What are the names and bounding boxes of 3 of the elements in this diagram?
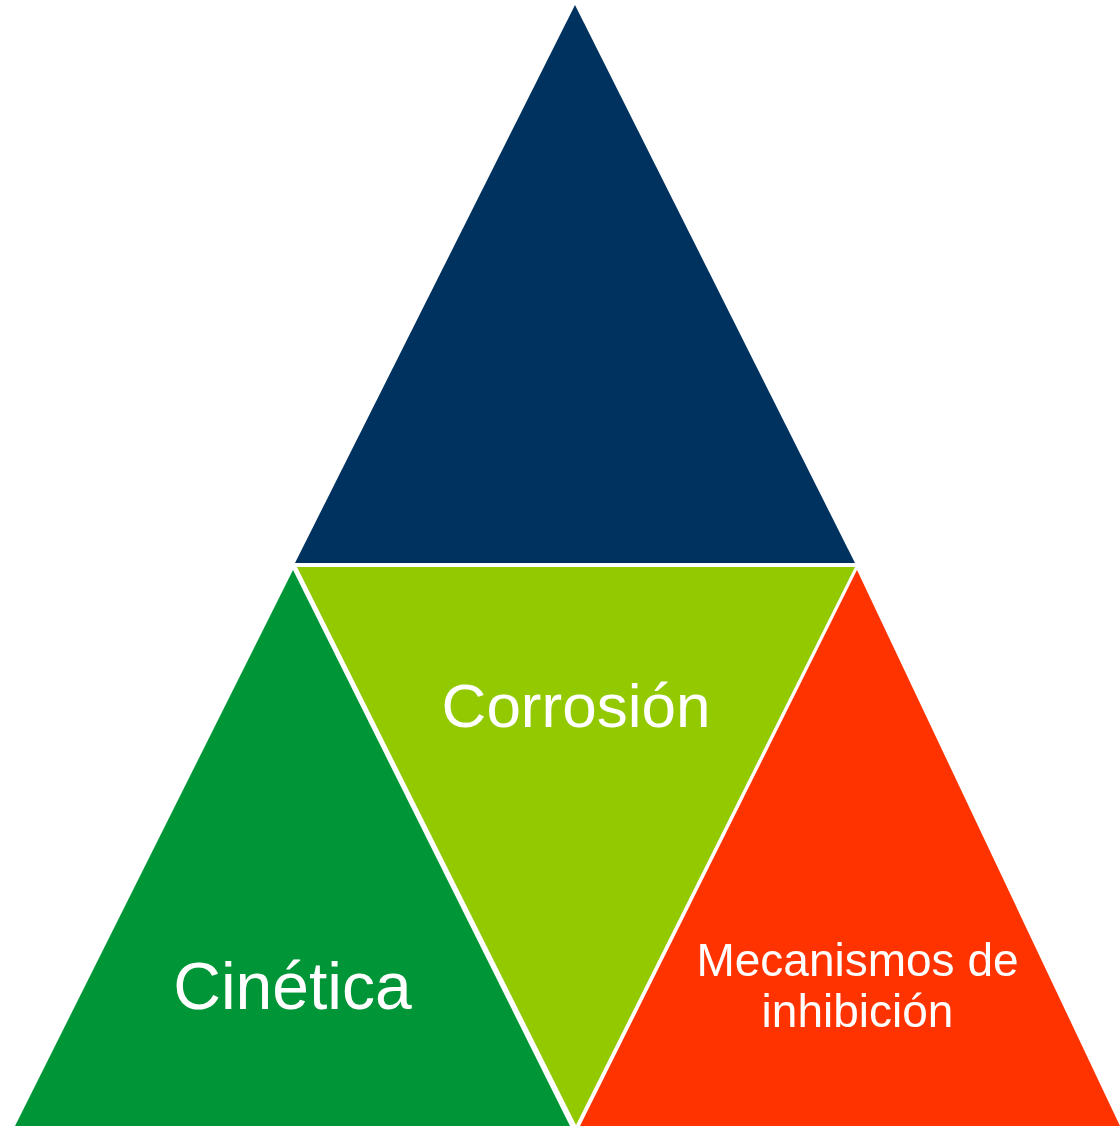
node-label: Cinética: [172, 950, 413, 1023]
node-label: Corrosión: [440, 672, 712, 741]
node-label: Mecanismos de inhibición: [695, 935, 1020, 1037]
